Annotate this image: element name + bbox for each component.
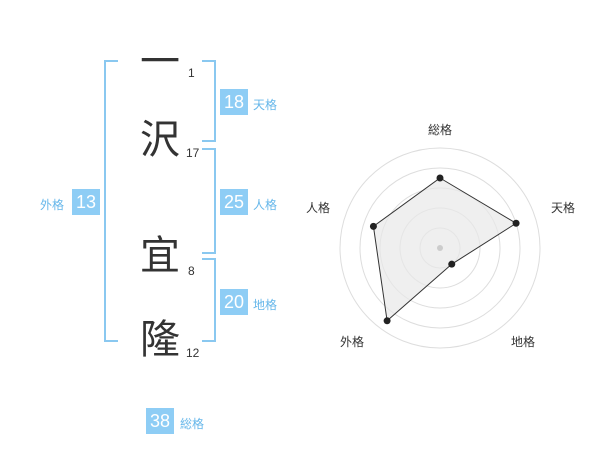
radar-center-dot — [437, 245, 443, 251]
radar-point-0 — [436, 174, 444, 182]
radar-data-fill — [373, 178, 517, 321]
stroke-count-3: 8 — [188, 264, 195, 278]
chikaku-label: 地格 — [253, 298, 278, 312]
chikaku-bracket — [202, 258, 216, 342]
radar-chart: 総格 天格 地格 外格 人格 — [306, 122, 575, 349]
name-char-4: 隆 — [140, 317, 180, 363]
jinkaku-value-box: 25 — [220, 189, 248, 215]
soukaku-value-box: 38 — [146, 408, 174, 434]
soukaku-label: 総格 — [180, 417, 205, 431]
jinkaku-bracket — [202, 148, 216, 254]
name-char-3: 宜 — [140, 233, 180, 279]
radar-point-4 — [369, 222, 377, 230]
name-char-1: 一 — [140, 39, 180, 85]
stroke-count-2: 17 — [186, 146, 200, 160]
radar-point-2 — [448, 260, 456, 268]
radar-points — [369, 174, 520, 325]
radar-point-1 — [512, 219, 520, 227]
stroke-count-1: 1 — [188, 66, 195, 80]
name-char-2: 沢 — [140, 117, 180, 163]
radar-point-3 — [383, 317, 391, 325]
tenkaku-bracket — [202, 60, 216, 142]
radar-axis-label-soukaku: 総格 — [428, 122, 452, 137]
radar-axis-label-chikaku: 地格 — [511, 334, 535, 349]
gaikaku-value-box: 13 — [72, 189, 100, 215]
radar-data-area — [372, 177, 518, 322]
radar-axis-label-tenkaku: 天格 — [551, 200, 575, 215]
radar-ring — [359, 167, 521, 329]
radar-axis-label-jinkaku: 人格 — [306, 200, 330, 215]
radar-axis-label-gaikaku: 外格 — [340, 334, 364, 349]
tenkaku-label: 天格 — [253, 98, 278, 112]
jinkaku-label: 人格 — [253, 198, 278, 212]
gaikaku-bracket — [104, 60, 118, 342]
gaikaku-label: 外格 — [40, 198, 65, 212]
chikaku-value-box: 20 — [220, 289, 248, 315]
stroke-count-4: 12 — [186, 346, 200, 360]
tenkaku-value-box: 18 — [220, 89, 248, 115]
